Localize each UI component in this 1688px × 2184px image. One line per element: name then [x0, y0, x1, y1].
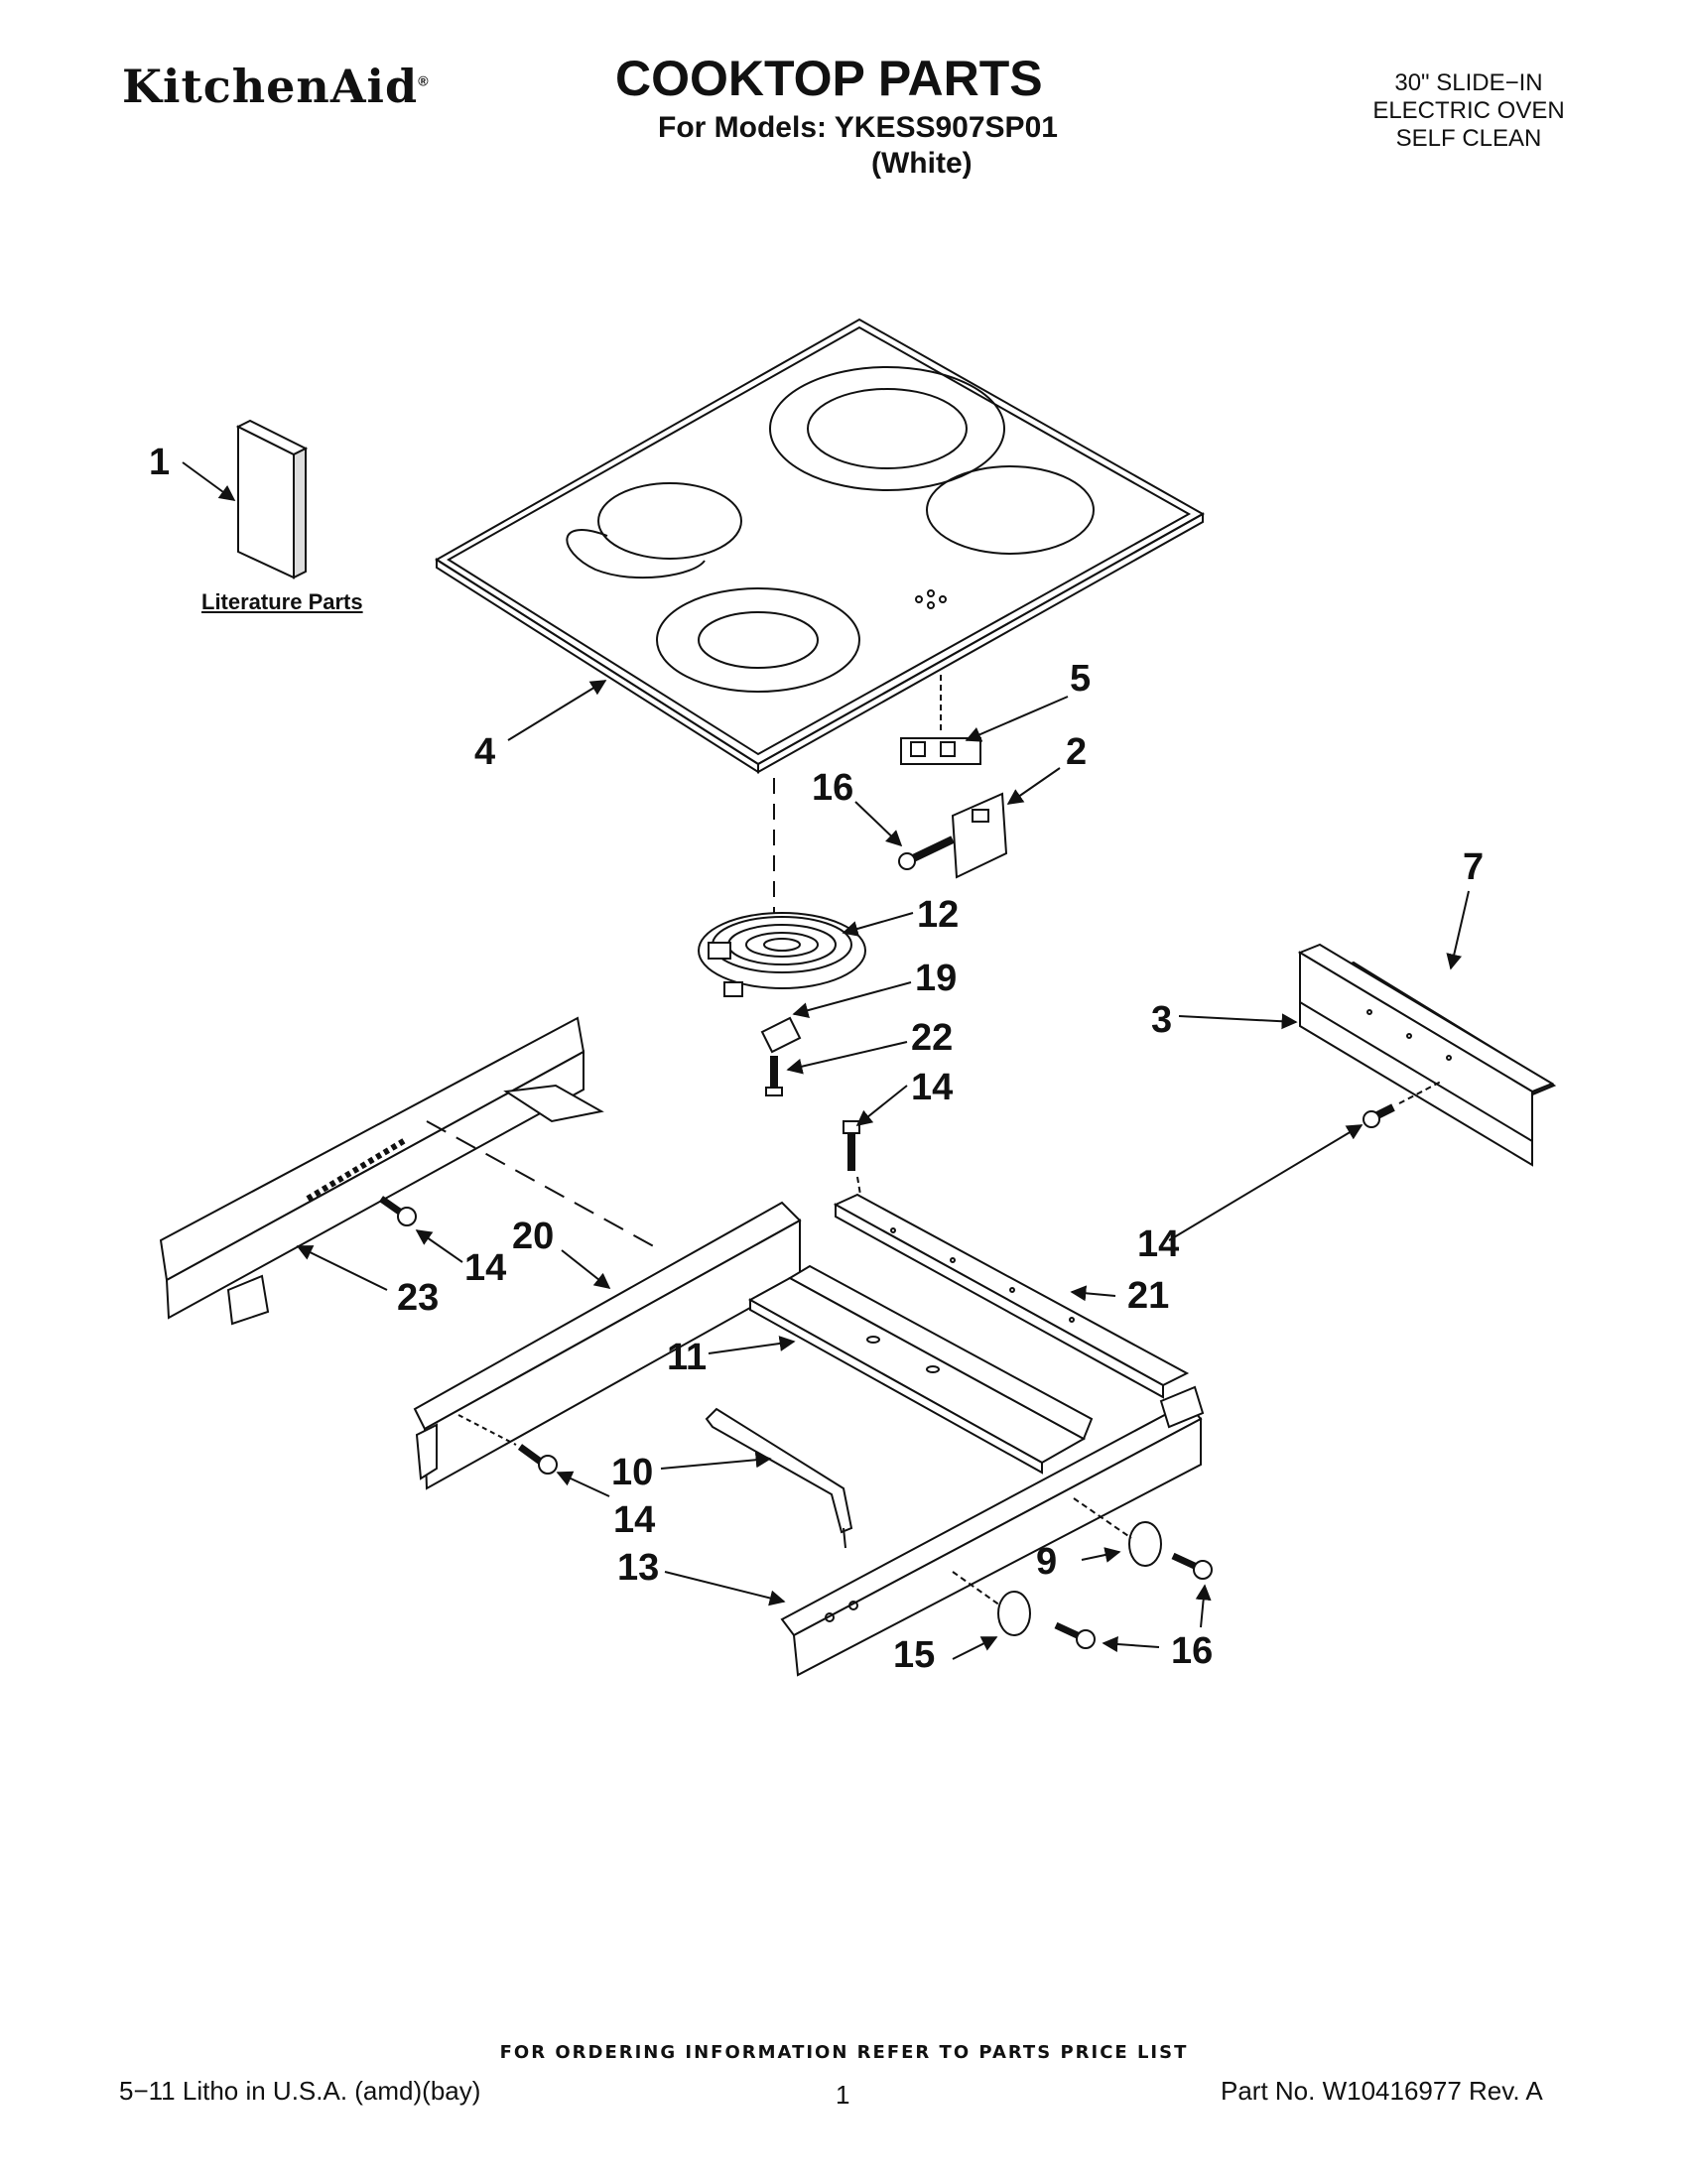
- bracket-part: [951, 792, 1008, 879]
- callout-2: 2: [1066, 731, 1087, 773]
- callout-7: 7: [1463, 846, 1484, 888]
- oven-info-line: 30" SLIDE−IN: [1394, 69, 1543, 96]
- support-bracket-part: [705, 1407, 853, 1549]
- oven-info: 30" SLIDE−IN ELECTRIC OVEN SELF CLEAN: [1320, 69, 1618, 153]
- callout-1: 1: [149, 442, 170, 483]
- callout-9: 9: [1036, 1541, 1057, 1583]
- rear-panel-part: [1297, 943, 1555, 1167]
- callout-13: 13: [617, 1547, 659, 1589]
- callout-19: 19: [915, 958, 957, 999]
- cross-brace-part: [833, 1193, 1190, 1399]
- part-number: Part No. W10416977 Rev. A: [1221, 2076, 1543, 2106]
- clip-part: [760, 1016, 802, 1054]
- callout-14: 14: [613, 1499, 655, 1541]
- screw-part: [378, 1196, 417, 1226]
- screw-part: [898, 835, 955, 870]
- page-title: COOKTOP PARTS: [615, 51, 1043, 106]
- cooktop-glass: [435, 318, 1206, 774]
- leveler-part: [1073, 1497, 1162, 1567]
- callout-16: 16: [1171, 1630, 1213, 1672]
- screw-part: [843, 1120, 862, 1202]
- leveler-part: [952, 1571, 1031, 1636]
- model-variant: (White): [871, 147, 973, 180]
- callout-4: 4: [474, 731, 495, 773]
- center-pan-part: [747, 1264, 1094, 1475]
- oven-info-line: SELF CLEAN: [1395, 125, 1542, 152]
- screw-part: [1171, 1552, 1213, 1580]
- side-rail-part: [159, 1016, 604, 1326]
- oven-info-line: ELECTRIC OVEN: [1372, 97, 1565, 124]
- brand-logo: KitchenAid®: [122, 60, 430, 113]
- models-line: For Models: YKESS907SP01: [658, 111, 1058, 144]
- screw-part: [1363, 1081, 1442, 1128]
- ordering-info: FOR ORDERING INFORMATION REFER TO PARTS …: [499, 2042, 1189, 2063]
- callout-14: 14: [1137, 1223, 1179, 1265]
- screw-part: [1054, 1621, 1096, 1649]
- callout-10: 10: [611, 1452, 653, 1493]
- page-number: 1: [836, 2080, 850, 2110]
- callout-22: 22: [911, 1017, 953, 1059]
- callout-3: 3: [1151, 999, 1172, 1041]
- callout-14: 14: [911, 1067, 953, 1108]
- callout-12: 12: [917, 894, 959, 936]
- callout-14: 14: [464, 1247, 506, 1289]
- heating-element-part: [698, 912, 866, 997]
- callout-16: 16: [812, 767, 853, 809]
- callout-23: 23: [397, 1277, 439, 1319]
- callout-20: 20: [512, 1216, 554, 1257]
- rear-rail-part: [780, 1385, 1205, 1677]
- litho-info: 5−11 Litho in U.S.A. (amd)(bay): [119, 2076, 481, 2106]
- callout-15: 15: [893, 1634, 935, 1676]
- callout-5: 5: [1070, 658, 1091, 700]
- callout-11: 11: [667, 1337, 707, 1378]
- switch-part: [900, 675, 981, 765]
- screw-part: [765, 1056, 783, 1096]
- callout-21: 21: [1127, 1275, 1169, 1317]
- literature-parts-label: Literature Parts: [201, 589, 363, 614]
- front-rail-part: [413, 1201, 802, 1490]
- literature-parts-booklet: [235, 419, 309, 579]
- screw-part: [457, 1414, 558, 1475]
